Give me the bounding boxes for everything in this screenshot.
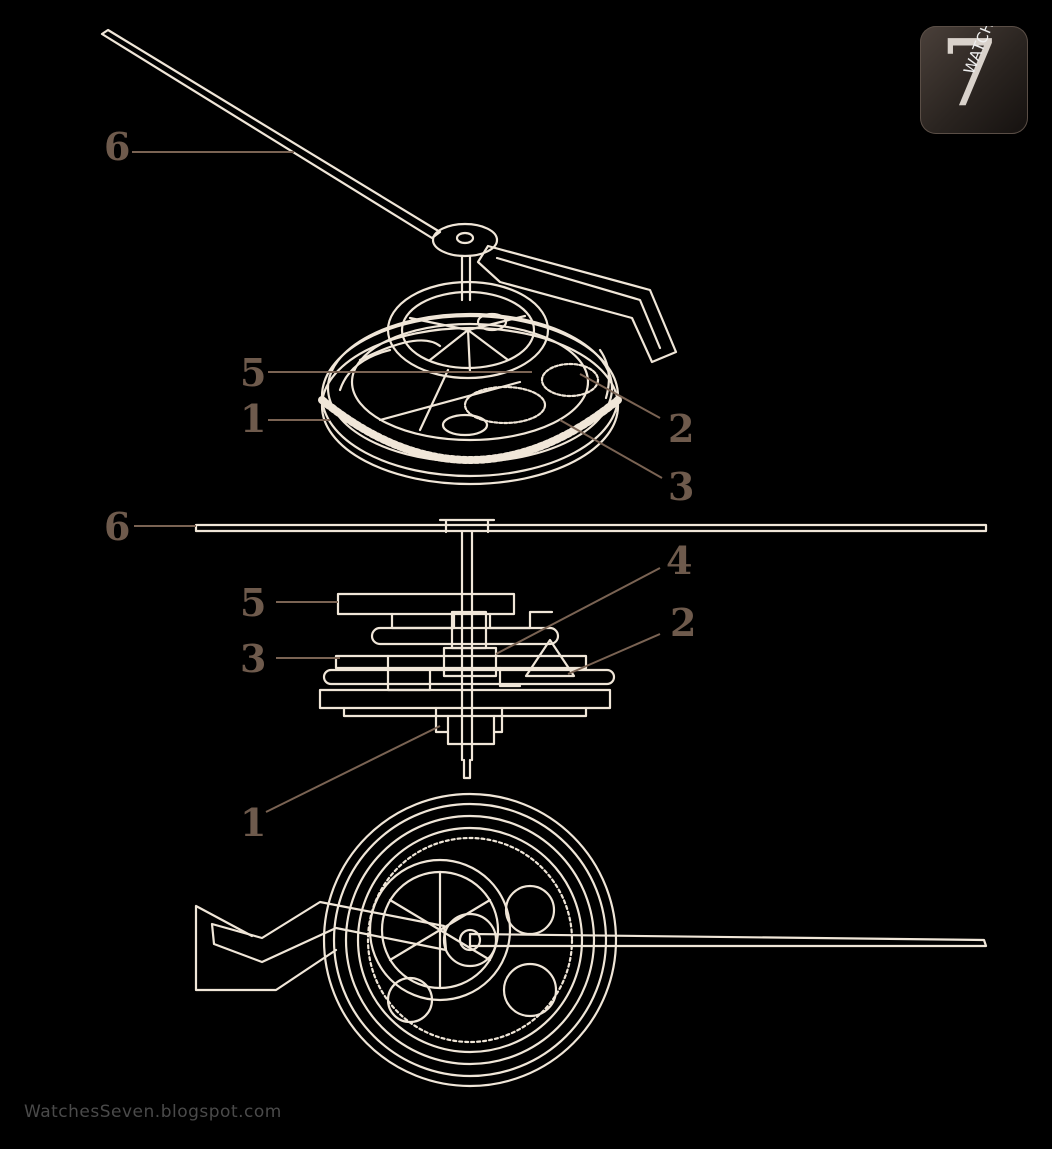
label-1-top: 1 bbox=[240, 396, 267, 441]
fourth-wheel-teeth bbox=[318, 396, 622, 464]
perspective-view bbox=[100, 28, 678, 486]
cage-bridge bbox=[386, 280, 550, 380]
side-view bbox=[194, 518, 988, 780]
diagram-artwork bbox=[100, 28, 988, 1088]
label-2-top: 2 bbox=[668, 406, 695, 451]
brand-logo: 7 WATCHES bbox=[920, 26, 1028, 134]
hand-tail-top bbox=[210, 900, 448, 964]
base-plate-side bbox=[318, 688, 612, 710]
label-2-middle: 2 bbox=[670, 600, 697, 645]
fourth-wheel-top bbox=[322, 792, 618, 1088]
label-1-middle: 1 bbox=[240, 800, 267, 845]
label-3-middle: 3 bbox=[240, 636, 267, 681]
label-5-top: 5 bbox=[240, 350, 267, 395]
balance-wheel-side bbox=[524, 638, 576, 678]
hand-long-top bbox=[468, 932, 988, 948]
hand-long-perspective bbox=[100, 28, 442, 240]
logo-number: 7 bbox=[940, 26, 999, 127]
label-6-middle: 6 bbox=[104, 504, 131, 549]
hand-hub-perspective bbox=[431, 222, 499, 258]
hand-side bbox=[194, 523, 988, 533]
label-6-top: 6 bbox=[104, 124, 131, 169]
label-5-middle: 5 bbox=[240, 580, 267, 625]
leader-lines bbox=[132, 151, 663, 813]
hand-hub-top bbox=[442, 912, 498, 968]
escape-wheel bbox=[463, 385, 547, 425]
balance-staff-block bbox=[450, 610, 488, 650]
hand-tail-perspective bbox=[476, 244, 678, 364]
footer-watermark: WatchesSeven.blogspot.com bbox=[24, 1102, 282, 1122]
lower-pinion bbox=[434, 706, 504, 746]
top-view bbox=[194, 792, 988, 1088]
bridge-side bbox=[336, 592, 516, 616]
label-4-middle: 4 bbox=[666, 538, 693, 583]
arbor-side bbox=[460, 530, 474, 762]
cage-top bbox=[368, 858, 512, 1002]
label-3-top: 3 bbox=[668, 464, 695, 509]
